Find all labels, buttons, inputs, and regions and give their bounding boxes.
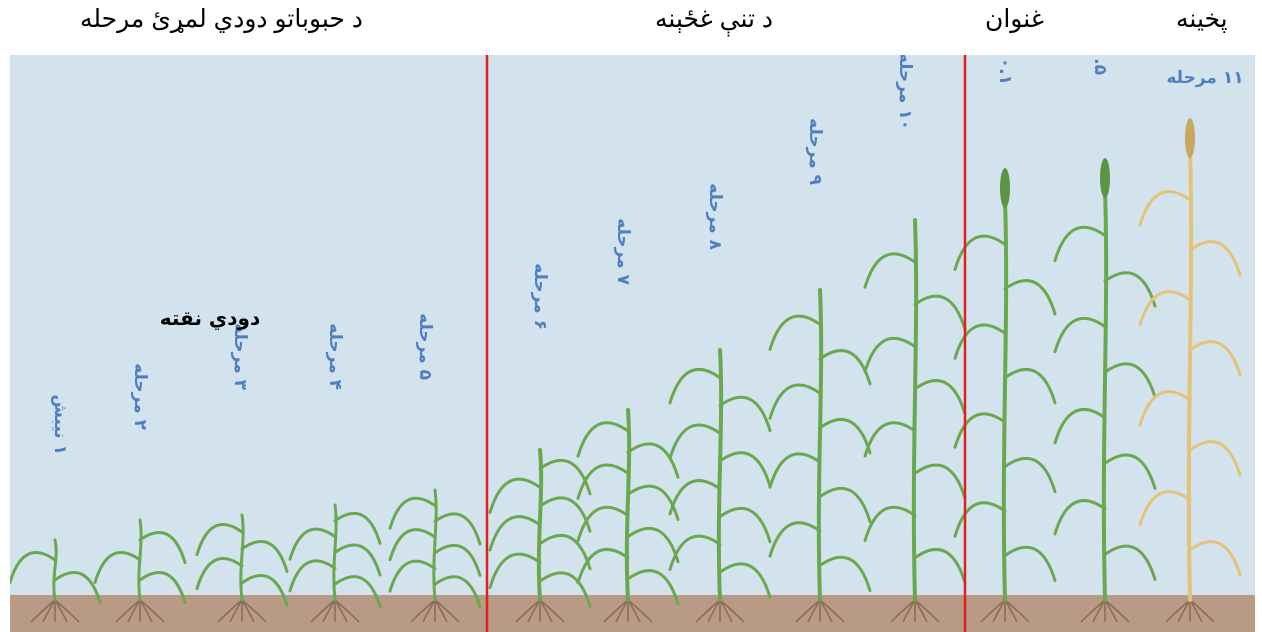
- header-stem-elongation: د تنې غځېنه: [655, 5, 774, 33]
- plant-stage-4: [288, 503, 382, 623]
- plant-stage-6: [488, 448, 592, 623]
- stage-label-7: ۷ مرحله: [613, 218, 633, 286]
- header-ripening: پخينه: [1176, 5, 1228, 33]
- stage-label-1: ۱ نيبش: [50, 394, 70, 455]
- stage-label-3: ۳ مرحله: [230, 323, 250, 391]
- stage-label-9: ۹ مرحله: [805, 118, 825, 186]
- stage-label-11: ۱۰.۱ مرحله: [995, 55, 1015, 85]
- stage-label-5: ۵ مرحله: [415, 313, 435, 380]
- zone-label: دودي نقته: [160, 306, 260, 331]
- plant-stage-8: [668, 348, 772, 623]
- plant-stage-11: [953, 168, 1057, 623]
- stage-label-13: ۱۱ مرحله: [1166, 68, 1243, 88]
- plant-stage-2: [93, 518, 187, 623]
- plant-stage-7: [576, 408, 680, 623]
- plant-stage-1: [10, 538, 102, 623]
- plant-stage-12: [1053, 158, 1157, 623]
- header-heading: غنوان: [985, 5, 1044, 33]
- plant-stage-9: [768, 288, 872, 623]
- header-seedling-phase: د حبوباتو دودي لمړئ مرحله: [80, 5, 363, 33]
- stage-label-12: ۱۰.۵ مرحله: [1090, 55, 1110, 75]
- plant-stage-10: [863, 218, 967, 623]
- soil-strip: [10, 595, 1255, 632]
- stage-labels-group: ۱ نيبش ۲ مرحله ۳ مرحله ۴ مرحله ۵ مرحله ۶ مرحل…: [50, 55, 1244, 455]
- plant-stage-13: [1138, 118, 1242, 623]
- stage-label-6: ۶ مرحله: [530, 263, 550, 330]
- plant-stage-5: [388, 488, 482, 623]
- stage-label-2: ۲ مرحله: [130, 363, 150, 431]
- stage-label-4: ۴ مرحله: [325, 323, 345, 390]
- growth-stages-diagram: ۱ نيبش ۲ مرحله ۳ مرحله ۴ مرحله ۵ مرحله ۶ مرحل…: [10, 55, 1255, 632]
- stage-label-8: ۸ مرحله: [705, 183, 725, 251]
- plant-stage-3: [195, 513, 289, 623]
- sky-background: [10, 55, 1255, 600]
- plants-group: [10, 118, 1242, 623]
- stage-label-10: ۱۰ مرحله: [895, 55, 915, 130]
